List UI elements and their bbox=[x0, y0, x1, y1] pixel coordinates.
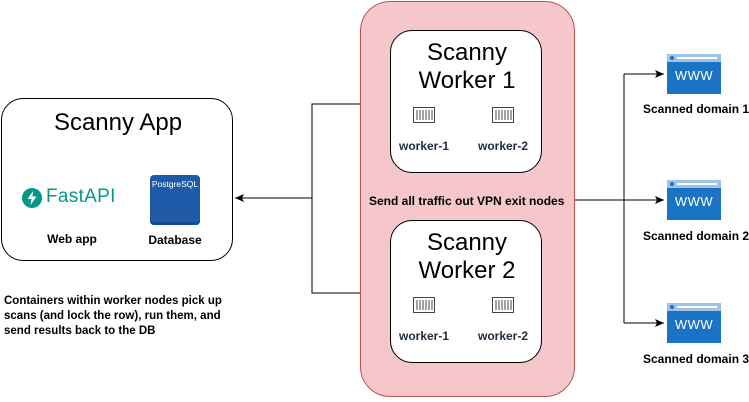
container-label: worker-2 bbox=[477, 329, 529, 343]
note-line-1: Containers within worker nodes pick up bbox=[4, 295, 222, 307]
worker-note: Containers within worker nodes pick up s… bbox=[4, 294, 222, 339]
container-icon bbox=[492, 107, 514, 128]
fastapi-label: FastAPI bbox=[46, 186, 116, 207]
container-icon bbox=[492, 297, 514, 318]
container-label: worker-2 bbox=[477, 139, 529, 153]
fastapi-bolt-icon bbox=[22, 188, 42, 208]
browser-icon: www bbox=[667, 180, 721, 225]
domain-1-label: Scanned domain 1 bbox=[643, 102, 749, 116]
postgresql-icon: PostgreSQL bbox=[150, 175, 200, 225]
database-label: Database bbox=[148, 233, 202, 247]
postgresql-label: PostgreSQL bbox=[151, 179, 199, 189]
web-app-label: Web app bbox=[47, 232, 97, 246]
browser-icon: www bbox=[667, 54, 721, 99]
www-text: www bbox=[674, 317, 714, 332]
worker-2-title-line2: Worker 2 bbox=[418, 257, 516, 284]
worker-1-title-line1: Scanny bbox=[426, 39, 508, 66]
note-line-2: scans (and lock the row), run them, and bbox=[4, 310, 221, 322]
container-label: worker-1 bbox=[398, 139, 450, 153]
scanny-app-box: Scanny App FastAPI PostgreSQL Web app Da… bbox=[1, 98, 233, 261]
container-icon bbox=[413, 107, 435, 128]
domain-2-label: Scanned domain 2 bbox=[643, 229, 749, 243]
note-line-3: send results back to the DB bbox=[4, 325, 156, 337]
www-text: www bbox=[674, 194, 714, 209]
worker-1-title-line2: Worker 1 bbox=[418, 67, 516, 94]
container-label: worker-1 bbox=[398, 329, 450, 343]
worker-2-title-line1: Scanny bbox=[426, 229, 508, 256]
browser-icon: www bbox=[667, 303, 721, 348]
domain-3-label: Scanned domain 3 bbox=[643, 352, 749, 366]
worker-node-2: Scanny Worker 2 worker-1 worker-2 bbox=[390, 220, 542, 363]
container-icon bbox=[413, 297, 435, 318]
www-text: www bbox=[674, 68, 714, 83]
scanny-app-title: Scanny App bbox=[53, 109, 183, 136]
worker-node-1: Scanny Worker 1 worker-1 worker-2 bbox=[390, 30, 542, 173]
vpn-label: Send all traffic out VPN exit nodes bbox=[369, 194, 565, 208]
